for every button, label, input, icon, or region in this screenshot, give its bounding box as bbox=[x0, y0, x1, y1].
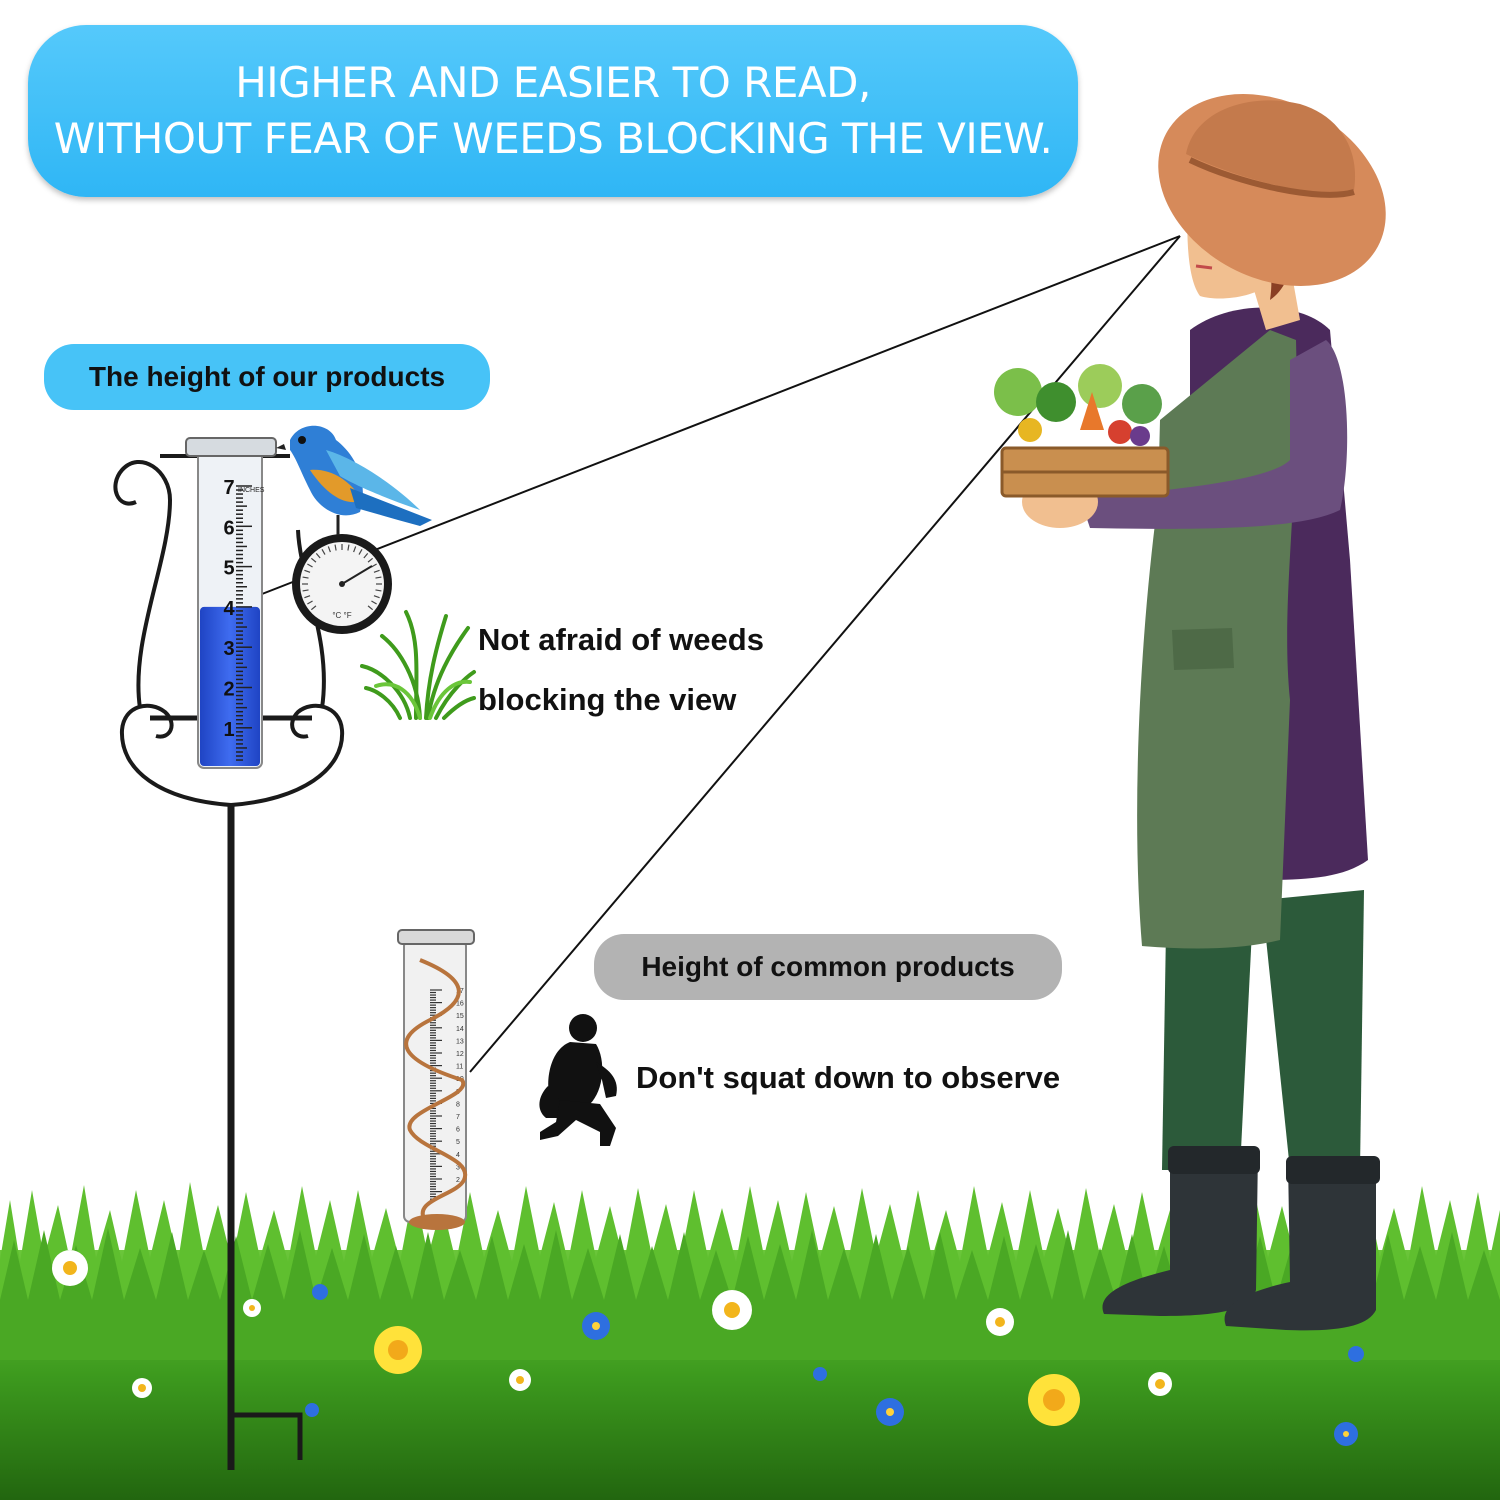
thermometer-tick bbox=[310, 557, 317, 563]
thermometer-tick bbox=[358, 549, 363, 555]
thermometer-tick bbox=[347, 544, 350, 551]
headline-banner: HIGHER AND EASIER TO READ, WITHOUT FEAR … bbox=[28, 25, 1078, 197]
tall-rain-gauge: 7 6 5 4 3 2 1 INCHES bbox=[113, 437, 345, 1470]
thermometer-tick bbox=[371, 563, 377, 568]
common-gauge-number: 6 bbox=[456, 1127, 460, 1134]
foreground-flowers bbox=[52, 1250, 1364, 1446]
thermometer-tick bbox=[373, 569, 380, 573]
common-gauge-number: 3 bbox=[456, 1164, 460, 1171]
thermometer-tick bbox=[373, 595, 380, 599]
gauge-scale-number: 1 bbox=[223, 719, 234, 741]
weeds-icon bbox=[360, 610, 476, 720]
thermometer-tick bbox=[375, 589, 382, 592]
headline-line-1: HIGHER AND EASIER TO READ, bbox=[235, 58, 871, 107]
gardener-figure bbox=[994, 94, 1386, 1331]
weeds-caption-line-1: Not afraid of weeds bbox=[478, 622, 764, 657]
gauge-unit-label: INCHES bbox=[238, 487, 265, 494]
common-product-label: Height of common products bbox=[594, 934, 1062, 1000]
common-gauge-number: 13 bbox=[456, 1038, 464, 1045]
squatting-person-icon bbox=[539, 1014, 617, 1146]
sight-line-to-our-product bbox=[261, 235, 1181, 595]
thermometer-tick bbox=[353, 546, 357, 553]
bird-ornament bbox=[276, 425, 432, 535]
thermometer-tick bbox=[304, 569, 311, 573]
thermometer-tick bbox=[327, 546, 331, 553]
thermometer-tick bbox=[371, 600, 377, 605]
common-gauge-number: 15 bbox=[456, 1013, 464, 1020]
common-gauge-number: 4 bbox=[456, 1152, 460, 1159]
gauge-scale-numbers: 7 6 5 4 3 2 1 bbox=[223, 477, 235, 741]
gauge-scale-number: 3 bbox=[223, 638, 234, 660]
gauge-scale-number: 2 bbox=[223, 679, 234, 701]
thermometer-tick bbox=[315, 552, 321, 559]
thermometer-unit-label: °C °F bbox=[332, 611, 351, 620]
grass-ground bbox=[0, 1182, 1500, 1500]
gauge-scale-number: 5 bbox=[223, 558, 234, 580]
thermometer-tick bbox=[307, 600, 313, 605]
common-gauge-number: 11 bbox=[456, 1064, 463, 1071]
squat-caption: Don't squat down to observe bbox=[636, 1060, 1061, 1095]
gauge-scale-number: 4 bbox=[223, 598, 235, 620]
common-gauge-number: 14 bbox=[456, 1026, 464, 1033]
thermometer-tick bbox=[363, 552, 369, 559]
gauge-scale-number: 6 bbox=[223, 517, 234, 539]
common-gauge-number: 5 bbox=[456, 1139, 460, 1146]
gauge-scale-ticks bbox=[236, 485, 252, 761]
our-product-label: The height of our products bbox=[44, 344, 490, 410]
common-gauge-number: 16 bbox=[456, 1001, 464, 1008]
common-gauge-number: 7 bbox=[456, 1114, 460, 1121]
thermometer-tick bbox=[310, 605, 317, 611]
common-gauge-number: 12 bbox=[456, 1051, 464, 1058]
thermometer-tick bbox=[302, 589, 309, 592]
thermometer-tick bbox=[302, 576, 309, 579]
common-gauge-number: 8 bbox=[456, 1101, 460, 1108]
thermometer-tick bbox=[367, 557, 374, 563]
common-gauge-number: 2 bbox=[456, 1177, 460, 1184]
weeds-caption-line-2: blocking the view bbox=[478, 682, 737, 717]
thermometer: °C °F bbox=[292, 534, 392, 634]
headline-line-2: WITHOUT FEAR OF WEEDS BLOCKING THE VIEW. bbox=[53, 114, 1053, 163]
thermometer-tick bbox=[375, 576, 382, 579]
gauge-scale-number: 7 bbox=[223, 477, 234, 499]
thermometer-tick bbox=[304, 595, 311, 599]
thermometer-tick bbox=[321, 549, 326, 555]
thermometer-tick bbox=[367, 605, 374, 611]
thermometer-tick bbox=[334, 544, 337, 551]
sight-lines bbox=[261, 235, 1181, 1073]
thermometer-tick bbox=[307, 563, 313, 568]
sight-line-to-common-product bbox=[469, 235, 1181, 1073]
